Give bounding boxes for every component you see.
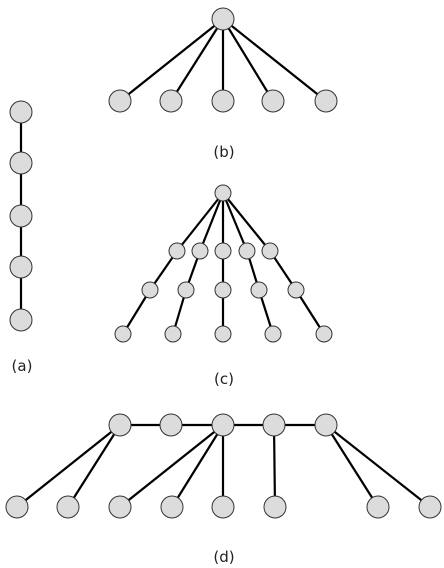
node-d4	[262, 413, 286, 437]
node-a3	[9, 204, 33, 228]
edge-d3-d8	[118, 423, 225, 509]
edge-b0-b1	[118, 17, 225, 103]
node-c11	[114, 325, 132, 343]
edge-b0-b2	[169, 17, 225, 103]
node-c8	[214, 281, 232, 299]
nodes	[5, 7, 442, 519]
caption-c: (c)	[214, 370, 234, 388]
caption-a: (a)	[12, 357, 33, 375]
node-c10	[287, 281, 305, 299]
node-b4	[261, 89, 285, 113]
node-c15	[315, 325, 333, 343]
node-d2	[159, 413, 183, 437]
node-b1	[108, 89, 132, 113]
edge-d1-d6	[15, 423, 122, 509]
caption-b: (b)	[213, 143, 234, 161]
node-c13	[214, 325, 232, 343]
edge-b0-b4	[221, 17, 275, 103]
node-c3	[214, 242, 232, 260]
node-c2	[191, 242, 209, 260]
node-b3	[211, 89, 235, 113]
node-c0	[214, 184, 232, 202]
node-a5	[9, 308, 33, 332]
node-c12	[164, 325, 182, 343]
node-c14	[264, 325, 282, 343]
edge-c6-c11	[121, 288, 152, 336]
node-c9	[250, 281, 268, 299]
node-d3	[211, 413, 235, 437]
edge-c0-c4	[221, 191, 249, 253]
edge-d3-d9	[170, 423, 225, 509]
node-d8	[108, 495, 132, 519]
edge-c10-c15	[294, 288, 326, 336]
node-d13	[418, 495, 442, 519]
node-a4	[9, 255, 33, 279]
edge-c0-c1	[175, 191, 225, 253]
edge-d4-d11	[272, 423, 277, 509]
node-c7	[177, 281, 195, 299]
edge-c0-c5	[221, 191, 272, 253]
edge-d5-d13	[324, 423, 432, 509]
node-b0	[211, 7, 235, 31]
node-c4	[238, 242, 256, 260]
node-d11	[263, 495, 287, 519]
edge-d1-d7	[66, 423, 122, 509]
node-a2	[9, 151, 33, 175]
edge-d5-d12	[324, 423, 380, 509]
node-c6	[141, 281, 159, 299]
edge-c0-c2	[198, 191, 225, 253]
node-b2	[159, 89, 183, 113]
caption-d: (d)	[213, 548, 234, 566]
node-d1	[108, 413, 132, 437]
node-d7	[56, 495, 80, 519]
node-c5	[261, 242, 279, 260]
node-d5	[314, 413, 338, 437]
node-d9	[160, 495, 184, 519]
node-b5	[314, 89, 338, 113]
node-d6	[5, 495, 29, 519]
node-a1	[9, 100, 33, 124]
node-d12	[366, 495, 390, 519]
node-d10	[211, 495, 235, 519]
node-c1	[168, 242, 186, 260]
edge-b0-b5	[221, 17, 328, 103]
